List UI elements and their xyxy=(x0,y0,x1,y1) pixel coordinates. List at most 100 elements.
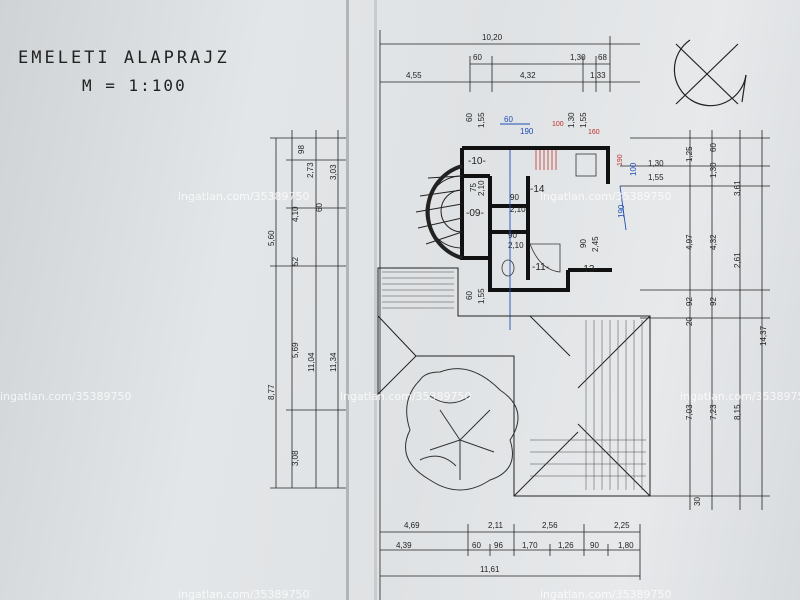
room-11: -11- xyxy=(532,262,549,273)
room-14: -14 xyxy=(530,184,545,195)
roof-hatching xyxy=(382,271,646,490)
left-dimension-lines xyxy=(270,130,346,489)
north-arrow-icon xyxy=(673,39,747,107)
dim-bottom-256: 2,56 xyxy=(542,521,558,530)
dim-bottom-180: 1,80 xyxy=(618,541,634,550)
room-10: -10- xyxy=(468,156,486,167)
dim-left-560: 5,60 xyxy=(267,230,276,246)
dim-left-1134: 11,34 xyxy=(329,352,338,372)
blue-dim-190b: 190 xyxy=(617,204,626,218)
right-dimension-lines xyxy=(620,130,770,510)
dim-inner-210v: 2,10 xyxy=(477,180,486,196)
tree-symbol-icon xyxy=(405,368,519,491)
red-hatch xyxy=(535,150,557,170)
drawing-title: EMELETI ALAPRAJZ xyxy=(18,48,230,68)
dim-inner-60a: 60 xyxy=(465,113,474,122)
dim-inner-60b: 60 xyxy=(465,291,474,300)
dim-inner-90a: 90 xyxy=(510,193,519,202)
red-dim-190: 190 xyxy=(617,154,624,166)
dim-inner-h130: 1,30 xyxy=(648,159,664,168)
dim-top-68: 68 xyxy=(598,53,607,62)
blue-dim-60: 60 xyxy=(504,115,513,124)
dim-inner-155a: 1,55 xyxy=(477,112,486,128)
dim-inner-210a: 2,10 xyxy=(510,205,526,214)
dim-bottom-469: 4,69 xyxy=(404,521,420,530)
right-dimension-labels: 1,25 60 1,30 3,61 4,97 4,32 2,61 20 92 9… xyxy=(685,143,768,506)
dim-bottom-96: 96 xyxy=(494,541,503,550)
room-09: -09- xyxy=(466,208,484,219)
red-dim-100: 100 xyxy=(552,121,564,128)
dim-right-92a: 92 xyxy=(685,297,694,306)
dim-right-130: 1,30 xyxy=(709,162,718,178)
dim-right-125: 1,25 xyxy=(685,146,694,162)
dim-bottom-overall: 11,61 xyxy=(480,565,500,574)
dim-inner-155c: 1,55 xyxy=(477,288,486,304)
dim-inner-210b: 2,10 xyxy=(508,241,524,250)
top-dimension-lines xyxy=(379,30,640,600)
dim-right-432: 4,32 xyxy=(709,234,718,250)
dim-right-703: 7,03 xyxy=(685,404,694,420)
watermark-text: ingatlan.com/35389750 xyxy=(340,390,472,403)
dim-top-455: 4,55 xyxy=(406,71,422,80)
left-dimension-labels: 98 5,60 2,73 3,03 4,10 60 52 5,69 11,04 … xyxy=(267,145,338,466)
dim-top-432: 4,32 xyxy=(520,71,536,80)
dim-top-133: 1,33 xyxy=(590,71,606,80)
dim-left-98: 98 xyxy=(297,145,306,154)
watermark-text: ingatlan.com/35389750 xyxy=(178,588,310,600)
dim-inner-245: 2,45 xyxy=(591,236,600,252)
dim-bottom-225: 2,25 xyxy=(614,521,630,530)
dim-top-130: 1,30 xyxy=(570,53,586,62)
dim-left-410: 4,10 xyxy=(291,206,300,222)
watermark-text: ingatlan.com/35389750 xyxy=(540,588,672,600)
dim-bottom-439: 4,39 xyxy=(396,541,412,550)
dim-right-1437: 14,37 xyxy=(759,325,768,346)
dim-right-92b: 92 xyxy=(709,297,718,306)
dim-right-30: 30 xyxy=(693,497,702,506)
dim-top-overall: 10,20 xyxy=(482,33,503,42)
dim-right-497: 4,97 xyxy=(685,234,694,250)
dim-left-52: 52 xyxy=(291,257,300,266)
watermark-text: ingatlan.com/35389750 xyxy=(540,190,672,203)
watermark-text: ingatlan.com/35389750 xyxy=(0,390,132,403)
dim-left-60: 60 xyxy=(315,203,324,212)
red-dim-160: 160 xyxy=(588,129,600,136)
dim-right-723: 7,23 xyxy=(709,404,718,420)
dim-inner-h155: 1,55 xyxy=(648,173,664,182)
bathroom-fixtures xyxy=(501,153,597,277)
upper-floor-walls xyxy=(460,146,612,292)
watermark-text: ingatlan.com/35389750 xyxy=(178,190,310,203)
blue-annotation-lines xyxy=(500,123,627,330)
paper-fold-line xyxy=(374,0,377,600)
drawing-scale: M = 1:100 xyxy=(82,76,187,95)
dim-bottom-60: 60 xyxy=(472,541,481,550)
dim-inner-90v: 90 xyxy=(579,239,588,248)
dim-left-1104: 11,04 xyxy=(307,352,316,372)
paper-fold-line xyxy=(346,0,349,600)
dim-bottom-126: 1,26 xyxy=(558,541,574,550)
dim-left-308: 3,08 xyxy=(291,450,300,466)
room-13: -13- xyxy=(580,264,598,275)
blue-dim-190a: 190 xyxy=(520,127,534,136)
bottom-dimension-lines xyxy=(380,524,641,580)
blue-dim-100: 100 xyxy=(629,162,638,176)
dim-inner-155b: 1,55 xyxy=(579,112,588,128)
dim-right-361: 3,61 xyxy=(733,180,742,196)
dim-bottom-170: 1,70 xyxy=(522,541,538,550)
dim-inner-130: 1,30 xyxy=(567,112,576,128)
dim-left-303: 3,03 xyxy=(329,164,338,180)
dim-inner-75: 75 xyxy=(469,183,478,192)
spiral-stair xyxy=(415,164,463,260)
inner-dimension-labels: 60 1,55 1,30 1,55 1,30 1,55 75 2,10 90 2… xyxy=(465,112,664,304)
dim-top-60: 60 xyxy=(473,53,482,62)
dim-left-569: 5,69 xyxy=(291,342,300,358)
dim-bottom-90: 90 xyxy=(590,541,599,550)
dim-inner-90b: 90 xyxy=(508,231,517,240)
dim-bottom-211: 2,11 xyxy=(488,521,504,530)
dim-left-273: 2,73 xyxy=(306,162,315,178)
dim-right-60: 60 xyxy=(709,143,718,152)
dim-left-877: 8,77 xyxy=(267,384,276,400)
dim-right-20: 20 xyxy=(685,317,694,326)
dim-right-261: 2,61 xyxy=(733,252,742,268)
